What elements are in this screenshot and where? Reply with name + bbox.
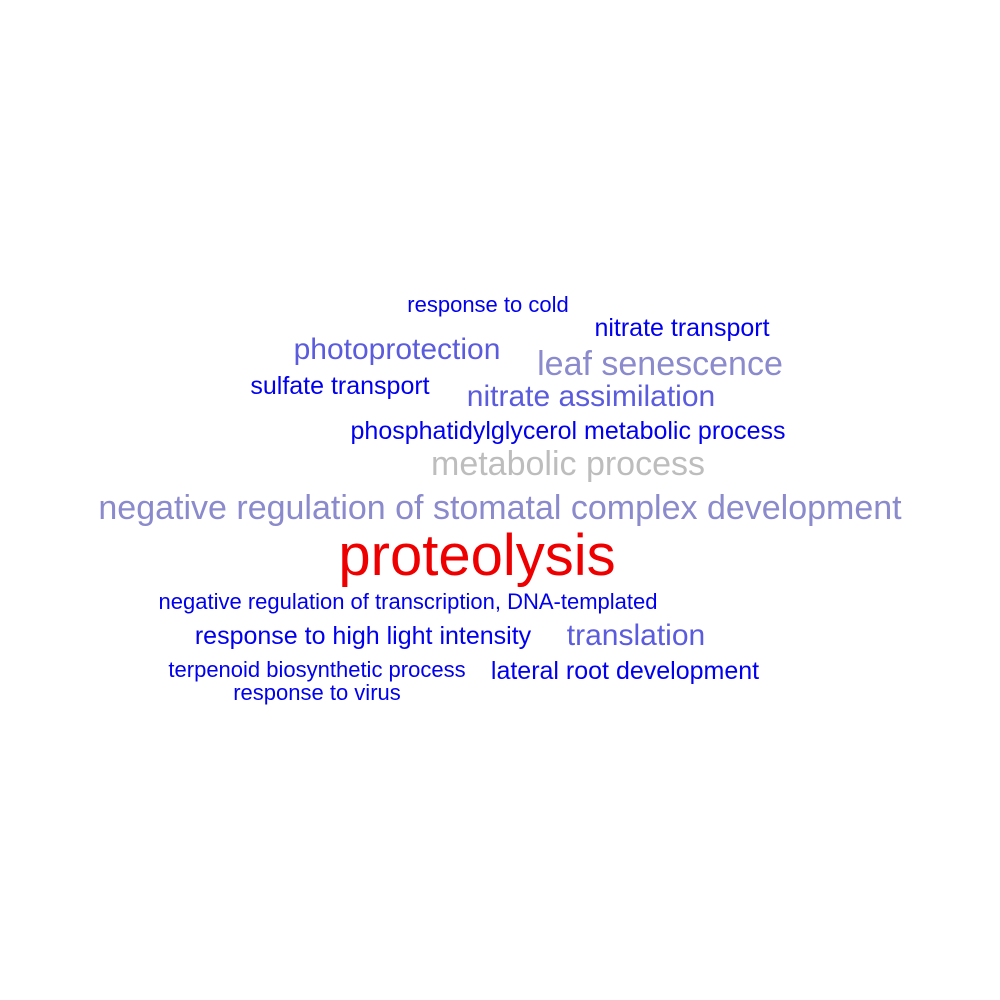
word-phosphatidylglycerol-metabolic-process: phosphatidylglycerol metabolic process (350, 417, 786, 445)
word-negative-regulation-of-transcription: negative regulation of transcription, DN… (158, 589, 658, 614)
word-response-to-virus: response to virus (233, 680, 401, 705)
word-negative-regulation-of-stomatal-complex-development: negative regulation of stomatal complex … (98, 489, 902, 527)
word-sulfate-transport: sulfate transport (250, 372, 430, 400)
word-photoprotection: photoprotection (293, 333, 501, 366)
word-metabolic-process: metabolic process (430, 445, 706, 483)
word-translation: translation (566, 619, 706, 652)
word-response-to-high-light-intensity: response to high light intensity (194, 622, 532, 650)
word-terpenoid-biosynthetic-process: terpenoid biosynthetic process (168, 657, 466, 682)
word-leaf-senescence: leaf senescence (537, 345, 783, 383)
word-nitrate-assimilation: nitrate assimilation (466, 380, 716, 413)
word-nitrate-transport: nitrate transport (594, 314, 770, 342)
word-proteolysis: proteolysis (338, 523, 616, 588)
word-lateral-root-development: lateral root development (490, 657, 760, 685)
word-response-to-cold: response to cold (407, 292, 569, 317)
